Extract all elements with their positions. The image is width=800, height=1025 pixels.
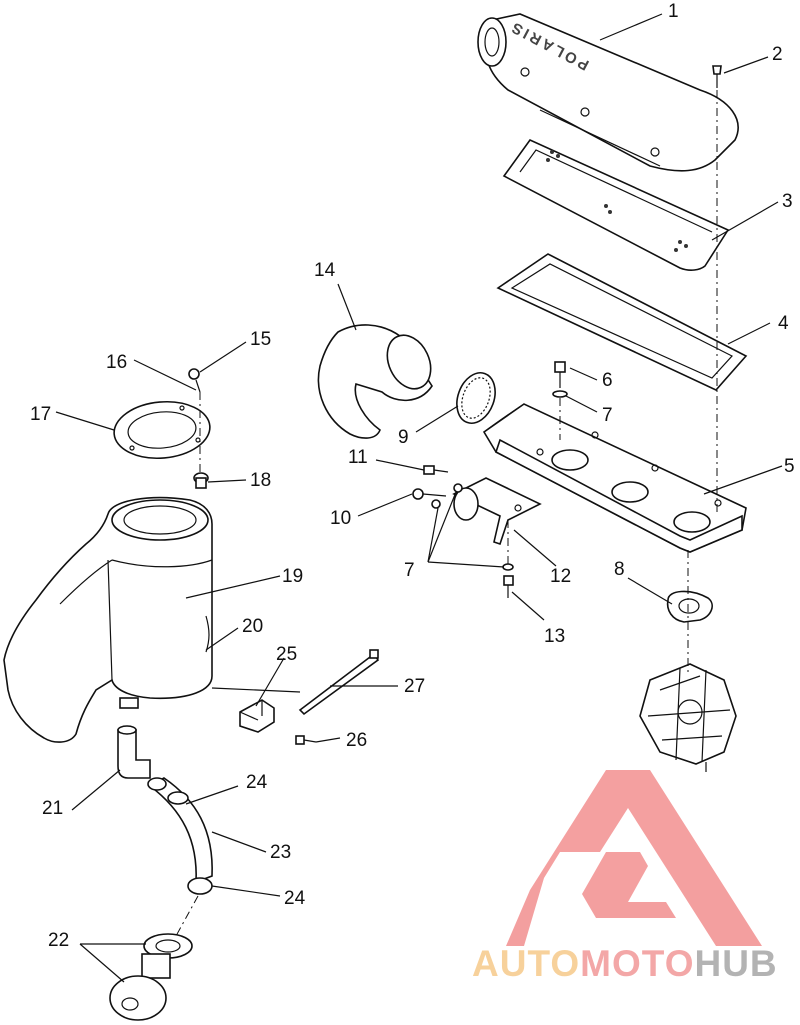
part-3-filter-plate bbox=[502, 139, 730, 271]
automotohub-watermark: AUTOMOTOHUB bbox=[472, 770, 778, 984]
callout-15: 15 bbox=[250, 329, 271, 350]
part-27-cable-tie bbox=[298, 649, 380, 716]
callout-9: 9 bbox=[398, 427, 409, 448]
watermark-brand: AUTOMOTOHUB bbox=[472, 943, 778, 984]
callout-27: 27 bbox=[404, 676, 425, 697]
carburetor bbox=[639, 663, 737, 772]
callout-6: 6 bbox=[602, 370, 613, 391]
callout-21: 21 bbox=[42, 798, 63, 819]
callout-7a: 7 bbox=[602, 405, 613, 426]
callout-7b: 7 bbox=[404, 560, 415, 581]
part-11-screw bbox=[423, 465, 449, 475]
callout-20: 20 bbox=[242, 616, 263, 637]
watermark-moto: MOTO bbox=[580, 943, 694, 984]
callout-17: 17 bbox=[30, 404, 51, 425]
part-9-clamp bbox=[456, 372, 496, 424]
watermark-hub: HUB bbox=[694, 943, 777, 984]
callout-24a: 24 bbox=[246, 772, 268, 793]
leader-lines bbox=[55, 13, 783, 983]
part-7-washer-bottom bbox=[502, 563, 514, 571]
callout-24b: 24 bbox=[284, 888, 306, 909]
callout-18: 18 bbox=[250, 470, 271, 491]
part-19-oil-tank bbox=[3, 496, 213, 743]
callout-10: 10 bbox=[330, 508, 351, 529]
part-5-airbox-base bbox=[482, 403, 747, 553]
callout-1: 1 bbox=[668, 1, 679, 22]
part-26-screw bbox=[295, 735, 317, 745]
part-22-fitting bbox=[109, 933, 193, 1021]
part-18-grommet bbox=[193, 472, 209, 489]
callout-12: 12 bbox=[550, 566, 571, 587]
part-14-duct bbox=[317, 324, 433, 439]
part-23-hose bbox=[147, 777, 213, 884]
callout-23: 23 bbox=[270, 842, 291, 863]
assembly-lines bbox=[175, 90, 718, 937]
part-2-screw bbox=[712, 65, 722, 88]
callout-16: 16 bbox=[106, 352, 127, 373]
part-24-clamp-lower bbox=[187, 877, 213, 895]
part-25-bracket bbox=[239, 699, 275, 733]
callout-4: 4 bbox=[778, 313, 789, 334]
part-4-gasket bbox=[496, 253, 748, 391]
part-13-screw bbox=[503, 575, 514, 598]
part-17-ring bbox=[113, 400, 211, 460]
part-7-washer-top bbox=[552, 390, 568, 398]
callout-19: 19 bbox=[282, 566, 303, 587]
callout-8: 8 bbox=[614, 559, 625, 580]
callout-3: 3 bbox=[782, 191, 793, 212]
watermark-triangle-icon bbox=[506, 770, 762, 946]
callout-11: 11 bbox=[348, 447, 368, 468]
callout-13: 13 bbox=[544, 626, 565, 647]
part-7-nut-left bbox=[431, 499, 441, 509]
callout-14: 14 bbox=[314, 260, 336, 281]
callout-25: 25 bbox=[276, 644, 297, 665]
part-21-elbow bbox=[117, 725, 151, 779]
part-7-nut-right bbox=[453, 483, 463, 493]
part-12-bracket bbox=[452, 477, 542, 546]
watermark-auto: AUTO bbox=[472, 943, 580, 984]
part-10-bolt bbox=[412, 488, 447, 500]
callout-26: 26 bbox=[346, 730, 367, 751]
part-24-clamp-upper bbox=[167, 791, 189, 805]
callout-22: 22 bbox=[48, 930, 69, 951]
part-6-screw bbox=[554, 361, 566, 388]
callouts: 1 2 3 4 5 6 7 7 8 9 10 11 12 13 14 15 16… bbox=[30, 1, 795, 951]
part-8-flange bbox=[666, 590, 713, 623]
part-15-16-screw bbox=[188, 368, 201, 393]
callout-5: 5 bbox=[784, 456, 795, 477]
callout-2: 2 bbox=[772, 44, 783, 65]
part-1-airbox-cover: POLARIS bbox=[477, 13, 739, 172]
